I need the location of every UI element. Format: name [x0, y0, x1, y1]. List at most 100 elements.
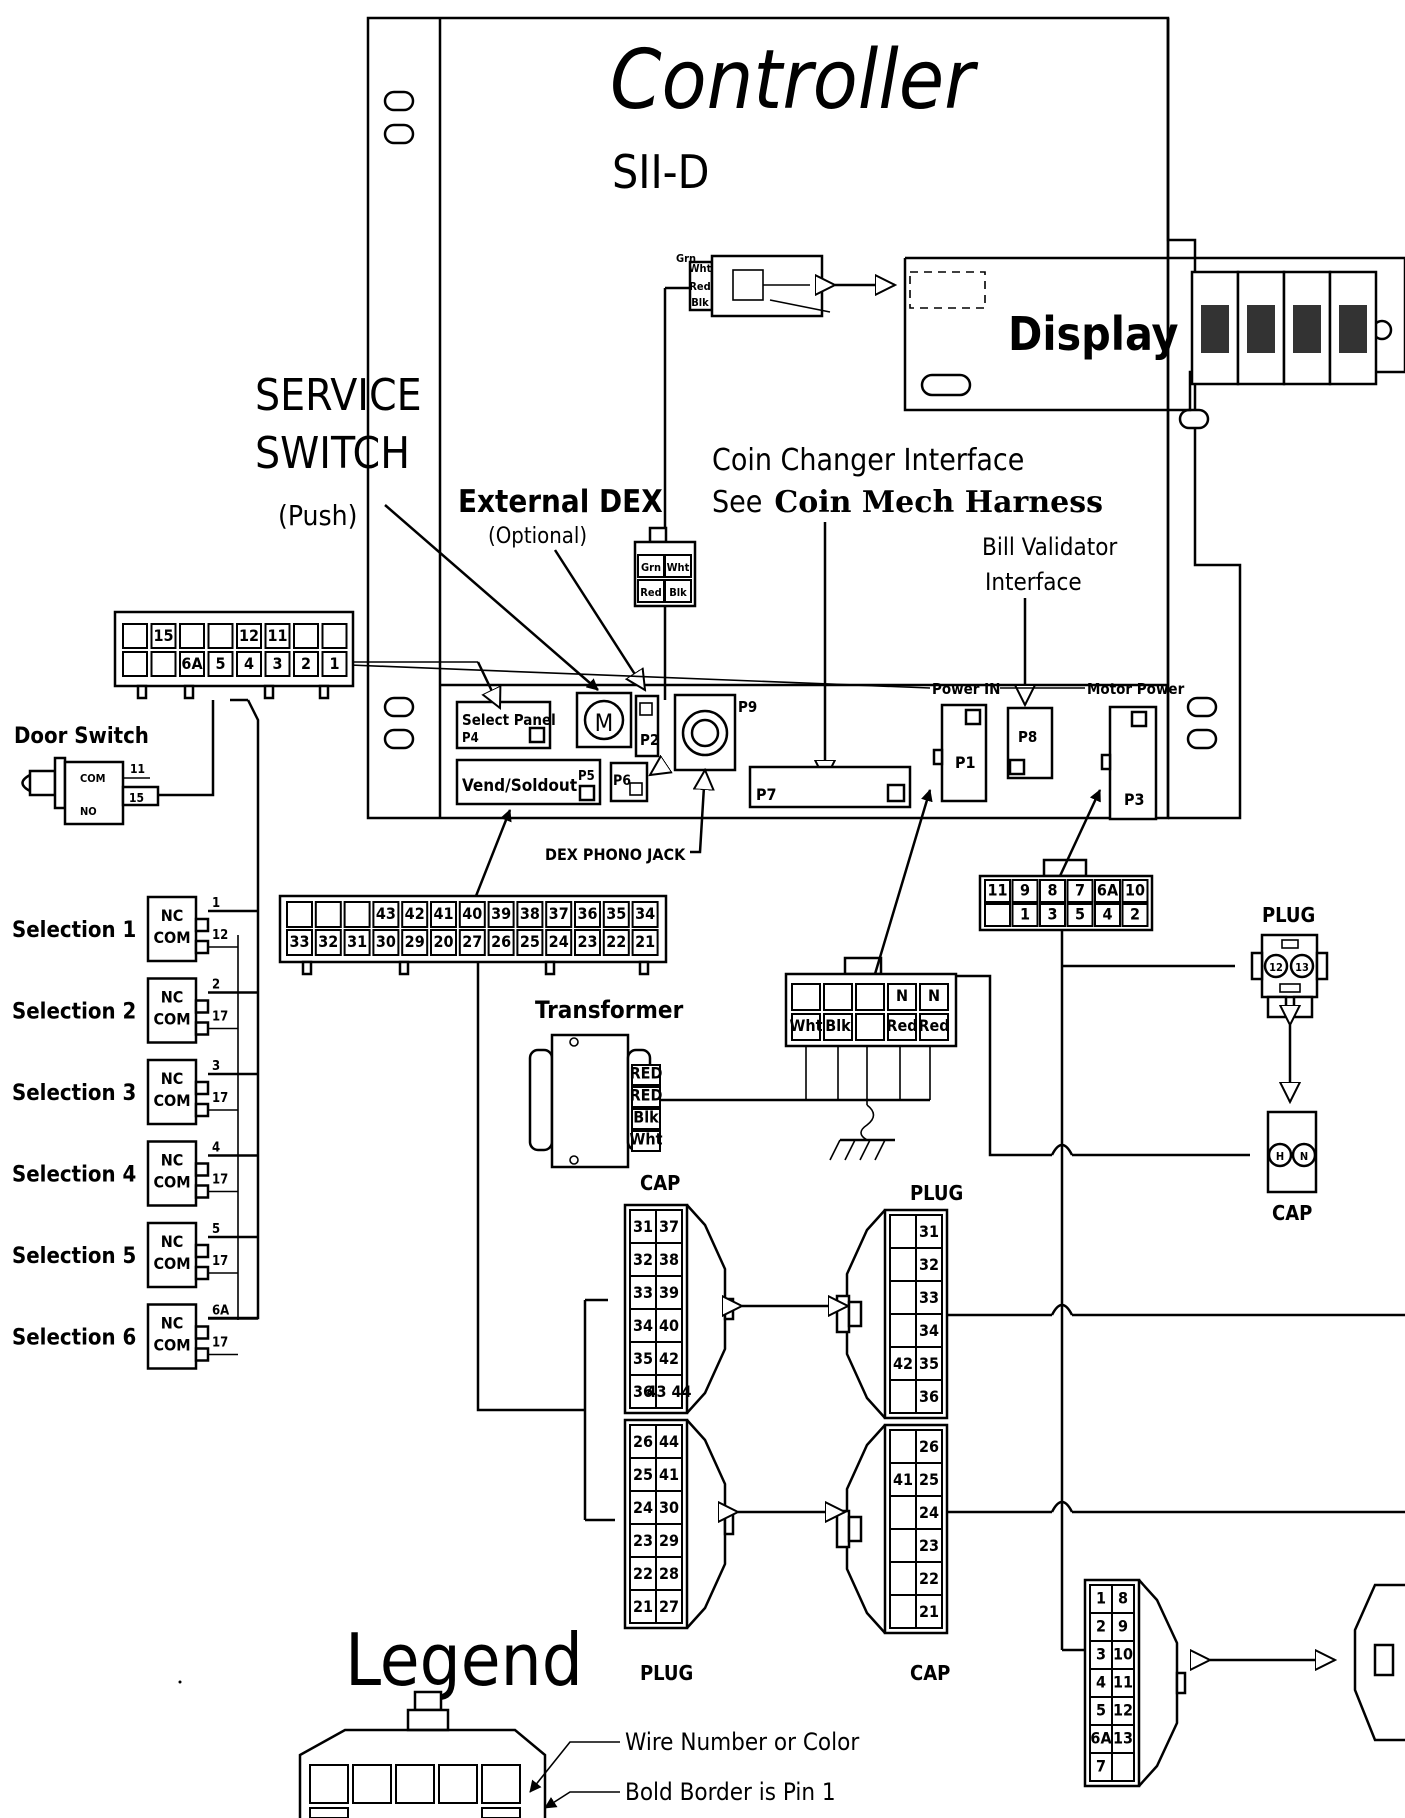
vend-soldout-label: Vend/Soldout: [462, 776, 577, 796]
selection-nc: NC: [161, 1069, 184, 1088]
p3-pin-cell: [1121, 879, 1149, 903]
p3-motor-header: P3: [1100, 705, 1158, 821]
selection-wire-a: 4: [212, 1141, 220, 1156]
vend-pin-cell: [401, 929, 429, 956]
vend-pin-cell: [487, 901, 515, 928]
vend-pin-cell: [286, 901, 313, 928]
selection-label: Selection 4: [12, 1163, 136, 1188]
selection-wire-b: 17: [212, 1336, 228, 1351]
selection-wire-a: 5: [212, 1222, 220, 1237]
p4-select-panel: Select Panel P4: [455, 700, 556, 750]
plug-top-label: PLUG: [1262, 903, 1315, 927]
vend-pin-cell: [574, 901, 601, 928]
cap-top-pin-h: H: [1276, 1150, 1284, 1163]
plug-31-pin-cell: [889, 1247, 917, 1282]
service-switch-line1: SERVICE: [255, 370, 422, 421]
ground-symbol: [829, 1138, 895, 1161]
vend-pin-cell: [372, 901, 400, 928]
legend-note-wire: Wire Number or Color: [625, 1728, 859, 1756]
vend-pin-cell: [343, 929, 371, 956]
plug-31-pin-cell: [889, 1214, 917, 1249]
plug-21-pin-label: 23: [633, 1531, 653, 1550]
p4-label: P4: [462, 731, 479, 746]
plug-31-label: PLUG: [910, 1181, 963, 1205]
bottom-pin-cell: [1111, 1752, 1135, 1782]
p3-pin-cell: [1066, 879, 1094, 903]
selection-nc: NC: [161, 906, 184, 925]
plug-21-pin-label: 44: [659, 1432, 679, 1451]
p3-pin-label: 8: [1047, 880, 1057, 899]
plug-21-pin-label: 25: [633, 1465, 653, 1484]
motor-power-label: Motor Power: [1087, 680, 1185, 698]
power-pin-cell: [855, 1013, 885, 1041]
plug-21-pin-label: 30: [659, 1498, 679, 1517]
selection-wire-b: 17: [212, 1010, 228, 1025]
plug-31-pin-label: 34: [919, 1321, 939, 1340]
power-pin-cell: [887, 983, 917, 1011]
vend-pin-label: 23: [577, 932, 597, 951]
vend-pin-cell: [631, 929, 659, 956]
plug-21-pin-cell: [655, 1556, 683, 1591]
select-panel-pin-label: 12: [239, 626, 259, 645]
vend-pin-cell: [545, 929, 573, 956]
cap-31-pin-label: 35: [633, 1349, 653, 1368]
plug-21-pin-cell: [655, 1457, 683, 1492]
cap-21-pin-label: 24: [919, 1503, 939, 1522]
dex-harness-connector: Grn Wht Red Blk: [633, 526, 697, 608]
vend-pin-label: 25: [520, 932, 540, 951]
service-switch-button[interactable]: M: [575, 691, 633, 749]
power-pin-cell: [823, 983, 853, 1011]
selection-wire-b: 17: [212, 1173, 228, 1188]
cap-31-pin-label: 36: [633, 1382, 653, 1401]
transformer-wire-cell: [631, 1108, 661, 1130]
cap-21-pin-cell: [915, 1462, 943, 1497]
plug-31-pin-label: 35: [919, 1354, 939, 1373]
vend-pin-cell: [602, 929, 630, 956]
cap-21-pin-label: 22: [919, 1569, 939, 1588]
p3-pin-label: 3: [1047, 904, 1057, 923]
cap-top-pin-n: N: [1300, 1150, 1308, 1163]
plug-31-pin-label: 36: [919, 1387, 939, 1406]
transformer-wire-cell: [631, 1130, 661, 1152]
bill-validator-line2: Interface: [985, 568, 1082, 596]
selection-com: COM: [153, 928, 190, 947]
vend-pin-label: 29: [405, 932, 425, 951]
service-switch-line2: SWITCH: [255, 428, 410, 479]
selection-nc: NC: [161, 988, 184, 1007]
selection-com: COM: [153, 1173, 190, 1192]
select-panel-pin-cell: [150, 623, 177, 649]
p2-label: P2: [640, 731, 659, 749]
external-dex-line1: External DEX: [458, 484, 663, 520]
bottom-pin-label: 4: [1096, 1673, 1106, 1692]
legend-connector: [298, 1690, 547, 1818]
legend-note-pin1: Bold Border is Pin 1: [625, 1778, 836, 1806]
cap-21-pin-cell: [889, 1495, 917, 1530]
bottom-mate-connector: [1353, 1583, 1405, 1742]
vend-pin-label: 33: [289, 932, 309, 951]
selection-nc: NC: [161, 1232, 184, 1251]
p3-pin-cell: [1094, 903, 1121, 927]
cap-top: H N: [1266, 1110, 1318, 1194]
selection-com: COM: [153, 1336, 190, 1355]
vend-pin-cell: [430, 929, 457, 956]
p1-label: P1: [955, 753, 976, 772]
p3-pin-label: 6A: [1097, 880, 1119, 899]
dex-wire-blk: Blk: [669, 586, 687, 599]
transformer-wire-label: RED: [630, 1086, 663, 1105]
dex-wire-red: Red: [640, 586, 661, 599]
vend-pin-label: 22: [606, 932, 626, 951]
transformer-wire-cell: [631, 1064, 661, 1086]
plug-21-pin-label: 24: [633, 1498, 653, 1517]
vend-pin-label: 43: [376, 904, 396, 923]
cap-21-pin-label: 26: [919, 1437, 939, 1456]
door-switch-com: COM: [80, 772, 106, 785]
display-wire-blk: Blk: [691, 296, 709, 309]
cap-31-pin-label: 42: [659, 1349, 679, 1368]
